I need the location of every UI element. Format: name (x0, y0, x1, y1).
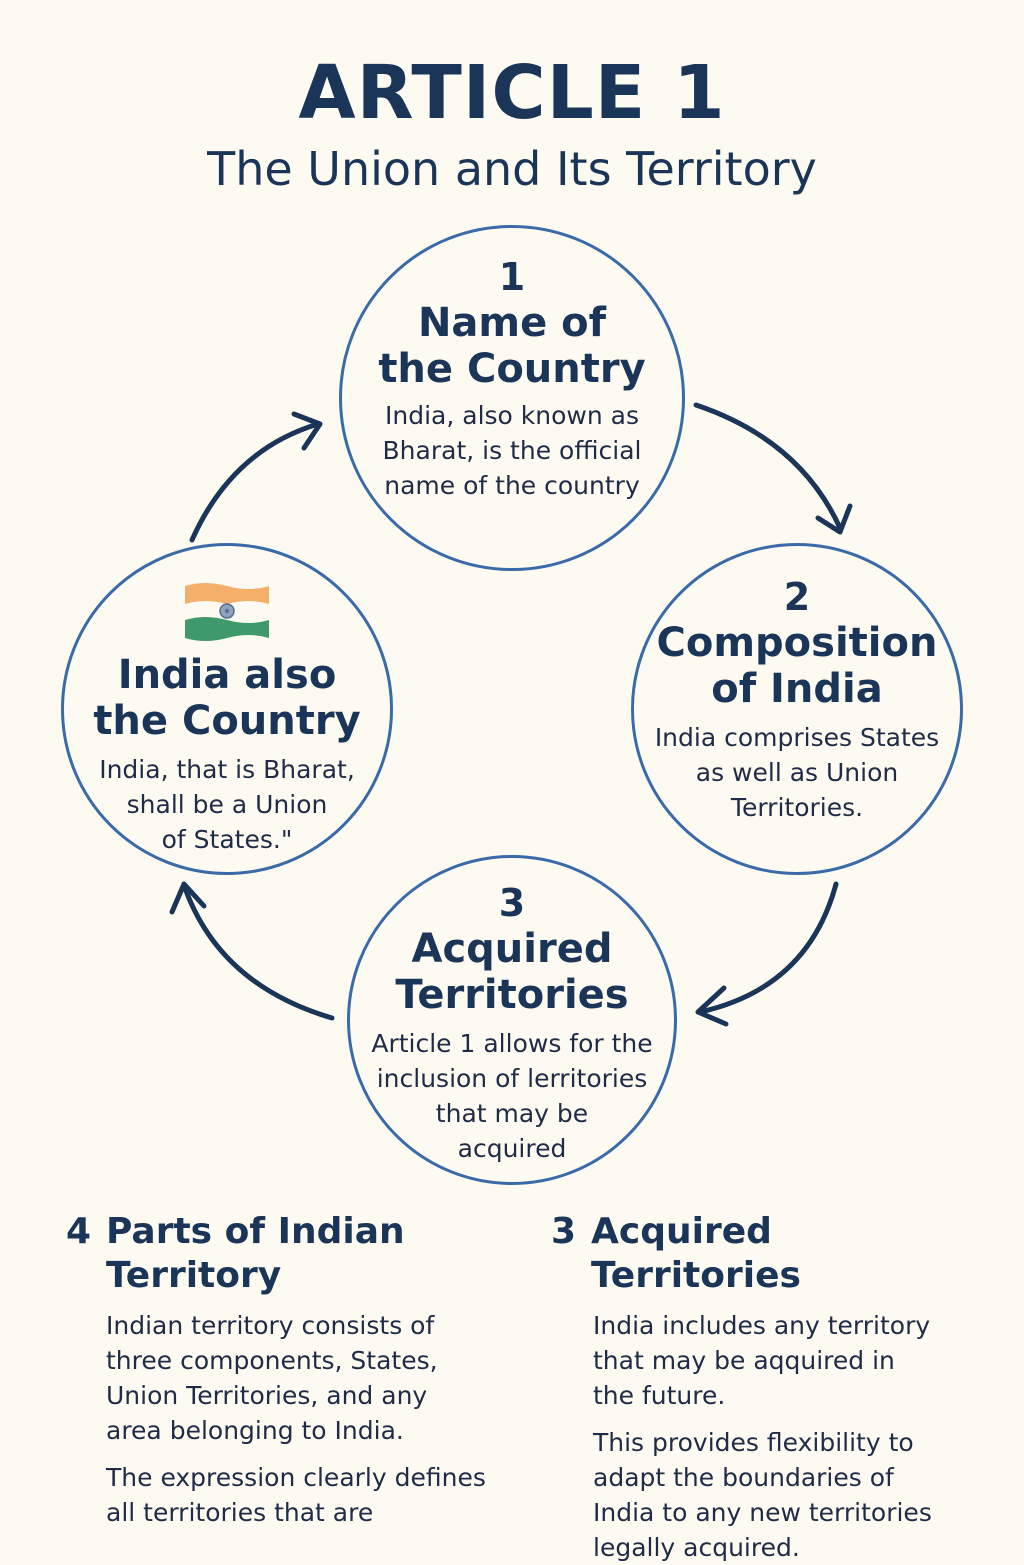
cycle-step-1: 1 Name of the Country India, also known … (339, 225, 685, 571)
arrowhead-3-to-4 (169, 881, 207, 915)
page-title: ARTICLE 1 (298, 50, 726, 136)
page-subtitle: The Union and Its Territory (207, 142, 817, 196)
arrow-3-to-4 (182, 885, 335, 1021)
arrow-2-to-3 (697, 881, 839, 1015)
arrowhead-2-to-3 (695, 985, 729, 1027)
step-text: India, that is Bharat, shall be a Union … (99, 755, 355, 854)
step-number: 2 (783, 575, 811, 619)
section-heading: 4 Parts of Indian Territory (66, 1210, 506, 1298)
section-title: Acquired Territories (591, 1211, 801, 1296)
step-text: Article 1 allows for the inclusion of le… (371, 1029, 653, 1163)
india-flag-icon (185, 583, 269, 641)
section-title: Parts of Indian Territory (106, 1211, 405, 1296)
cycle-step-3: 3 Acquired Territories Article 1 allows … (347, 855, 677, 1185)
step-text: India comprises States as well as Union … (654, 723, 940, 822)
arrowhead-4-to-1 (291, 411, 323, 451)
arrowhead-1-to-2 (815, 503, 853, 535)
section-acquired-territories: 3 Acquired Territories India includes an… (551, 1210, 991, 1565)
step-title: Name of the Country (378, 300, 646, 392)
section-number: 3 (551, 1211, 577, 1252)
step-title: Composition of India (656, 620, 938, 712)
cycle-step-2: 2 Composition of India India comprises S… (631, 543, 963, 875)
step-number: 3 (498, 881, 526, 925)
step-number: 1 (498, 255, 526, 299)
arrow-1-to-2 (693, 402, 843, 531)
arrow-4-to-1 (189, 421, 321, 543)
section-parts-of-territory: 4 Parts of Indian Territory Indian terri… (66, 1210, 506, 1530)
cycle-step-4: India also the Country India, that is Bh… (61, 543, 393, 875)
section-paragraph: India includes any territory that may be… (593, 1311, 931, 1410)
step-title: India also the Country (93, 652, 361, 744)
section-number: 4 (66, 1211, 92, 1252)
section-paragraph: Indian territory consists of three compo… (106, 1311, 438, 1445)
step-text: India, also known as Bharat, is the offi… (382, 401, 642, 500)
section-paragraph: The expression clearly defines all terri… (106, 1463, 486, 1527)
section-heading: 3 Acquired Territories (551, 1210, 991, 1298)
step-title: Acquired Territories (395, 926, 629, 1018)
section-paragraph: This provides flexibility to adapt the b… (593, 1428, 932, 1562)
